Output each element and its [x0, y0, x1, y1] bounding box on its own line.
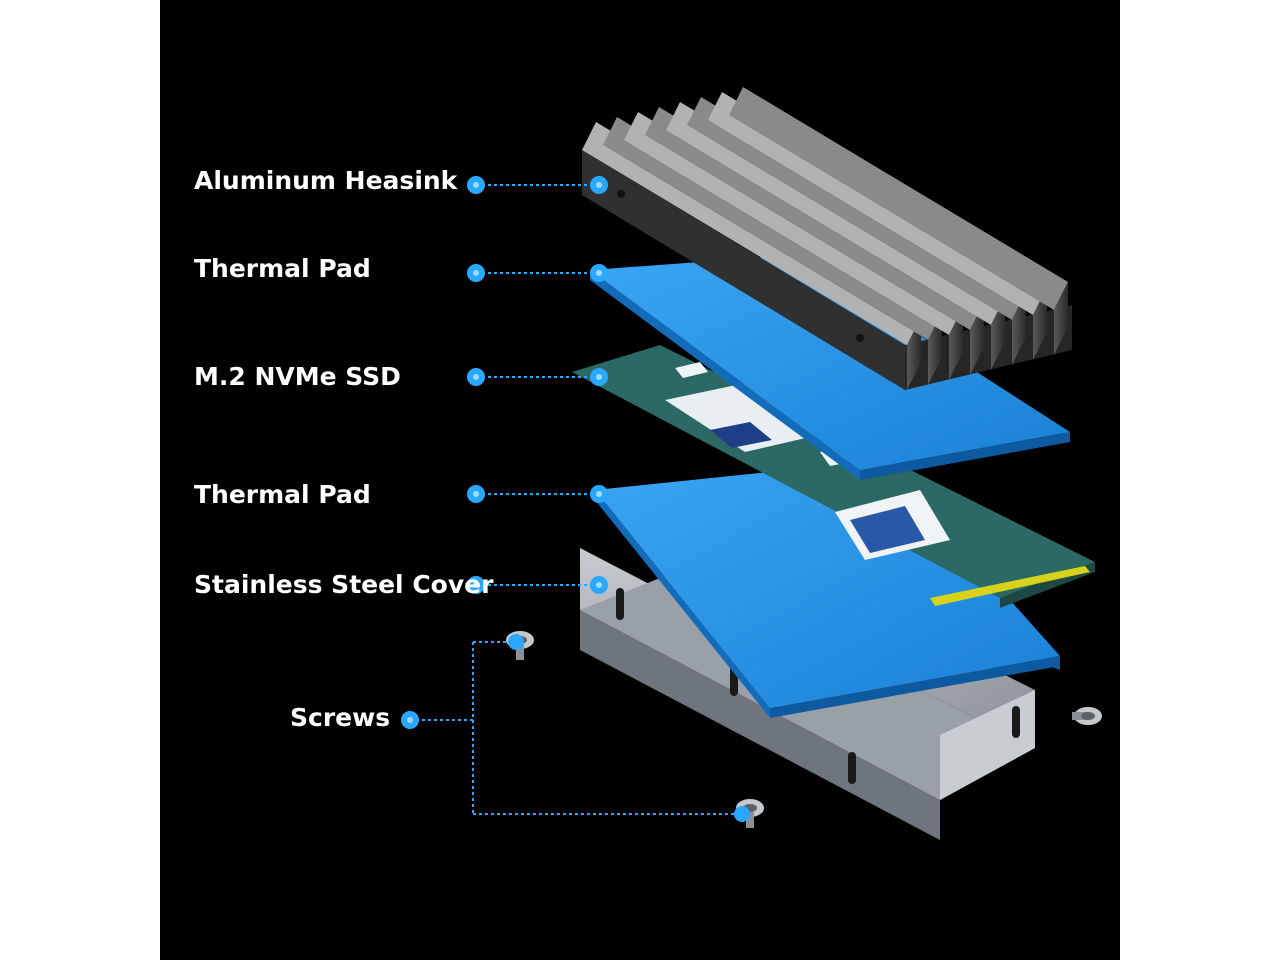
- heatsink-fin-end: [1012, 292, 1026, 365]
- heatsink-fin: [729, 87, 1068, 310]
- heatsink-fin-end: [907, 317, 921, 390]
- dot-center-icon: [596, 270, 602, 276]
- dot-center-icon: [596, 491, 602, 497]
- heatsink-base-front: [582, 150, 905, 390]
- heatsink-screw-hole: [856, 334, 864, 342]
- dot-center-icon: [473, 374, 479, 380]
- thermal-pad-bottom-edge: [770, 656, 1060, 718]
- ssd-gold-contacts: [930, 566, 1090, 606]
- dot-center-icon: [596, 182, 602, 188]
- heatsink-part: [582, 87, 1072, 390]
- heatsink-fin-end: [928, 312, 942, 385]
- dot-center-icon: [473, 182, 479, 188]
- cover-slot: [848, 752, 856, 784]
- ssd-chip-nand-label: [850, 506, 925, 553]
- exploded-view: [401, 87, 1102, 840]
- label-thermal-pad-top: Thermal Pad: [194, 254, 371, 283]
- thermal-pad-top-edge: [860, 432, 1070, 480]
- heatsink-fin-end: [1054, 282, 1068, 355]
- dot-center-icon: [596, 582, 602, 588]
- ssd-chip-controller: [665, 380, 840, 452]
- thermal-pad-top-edge-left: [590, 270, 860, 480]
- dot-center-icon: [596, 374, 602, 380]
- label-cover: Stainless Steel Cover: [194, 570, 494, 599]
- leader-screws: [410, 641, 742, 815]
- thermal-pad-bottom-surface: [595, 460, 1060, 708]
- heatsink-fins: [582, 87, 1068, 390]
- dot-center-icon: [473, 270, 479, 276]
- heatsink-fin-end: [970, 302, 984, 375]
- heatsink-base-end: [905, 305, 1072, 390]
- dot-center-icon: [473, 491, 479, 497]
- thermal-pad-top-surface: [590, 255, 1070, 470]
- ssd-chip-small: [710, 422, 772, 448]
- dot-icon: [734, 806, 750, 822]
- thermal-pad-bottom-edge-left: [595, 490, 770, 718]
- screw-icon: [1072, 707, 1102, 725]
- heatsink-screw-hole: [617, 190, 625, 198]
- label-heatsink: Aluminum Heasink: [194, 166, 458, 195]
- dot-icon: [508, 634, 524, 650]
- diagram-panel: Aluminum Heasink Thermal Pad M.2 NVMe SS…: [160, 0, 1120, 960]
- heatsink-fin-end: [949, 307, 963, 380]
- leader-dot-centers: [407, 182, 602, 723]
- cover-slot: [1012, 706, 1020, 738]
- label-thermal-pad-bottom: Thermal Pad: [194, 480, 371, 509]
- cover-right-flange: [940, 690, 1035, 800]
- cover-slot: [616, 588, 624, 620]
- label-screws: Screws: [290, 703, 391, 732]
- dot-center-icon: [407, 717, 413, 723]
- leader-lines: [410, 184, 742, 815]
- ssd-component: [675, 362, 708, 378]
- heatsink-fin-end: [1033, 287, 1047, 360]
- dot-center-icon: [473, 582, 479, 588]
- heatsink-fin-end: [991, 297, 1005, 370]
- label-ssd: M.2 NVMe SSD: [194, 362, 401, 391]
- ssd-part: [572, 345, 1095, 608]
